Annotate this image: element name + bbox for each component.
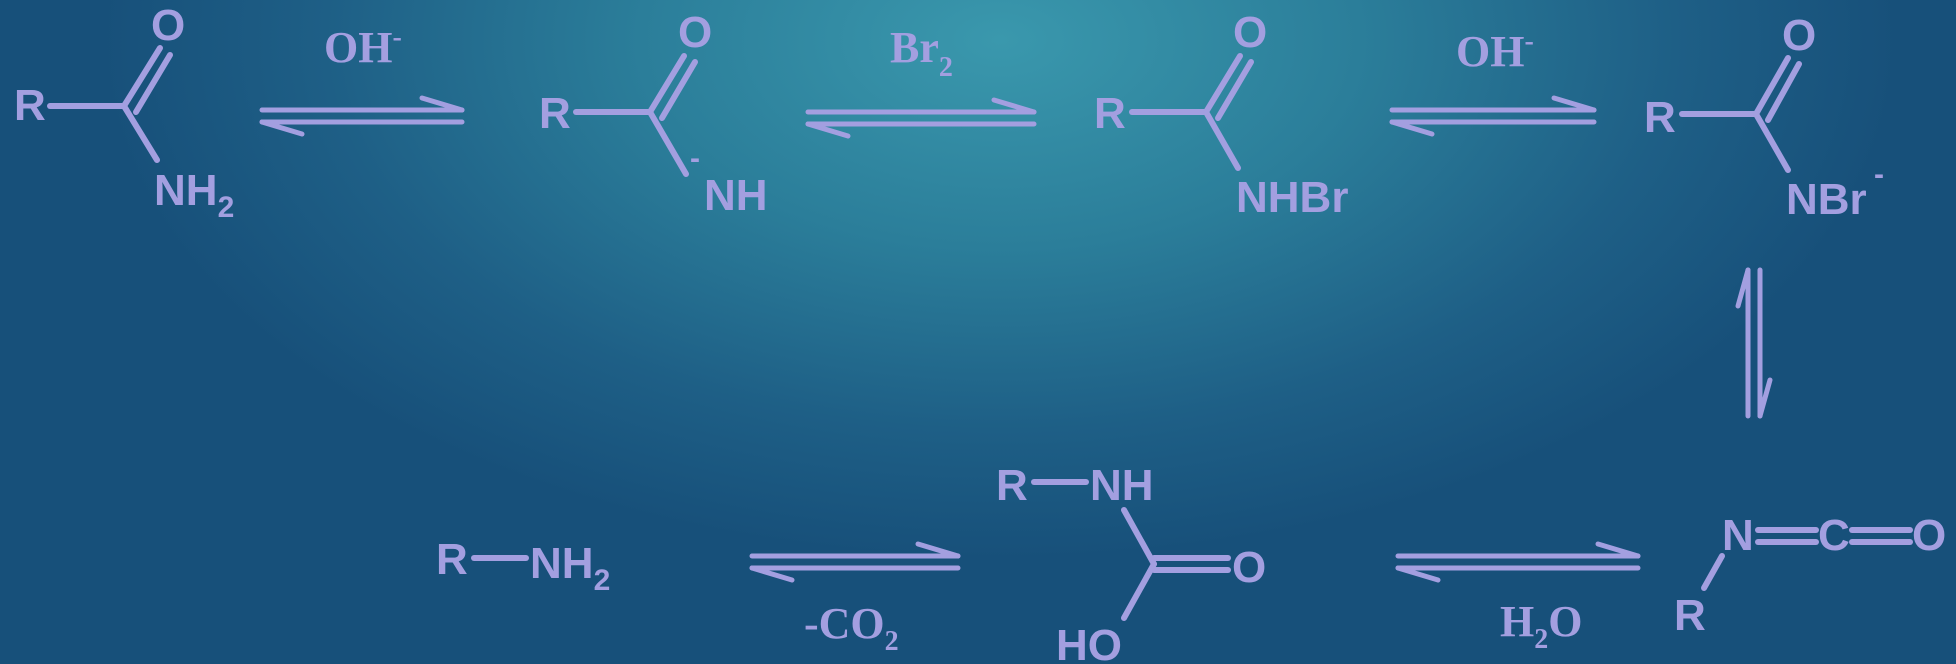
bond <box>647 109 689 177</box>
bond <box>647 53 687 115</box>
carbon-label: C <box>1818 511 1850 560</box>
equilibrium-arrow-1: OH- <box>259 22 465 137</box>
bond <box>659 59 698 121</box>
nitrogen-label: NH <box>704 171 768 220</box>
bond <box>121 45 163 109</box>
oxygen-label: O <box>1912 511 1946 560</box>
bond <box>133 52 173 115</box>
n-bromoamide: R O NHBr <box>1094 8 1348 222</box>
reagent-hydroxide-2: OH- <box>1456 26 1534 76</box>
charge-label: - <box>690 142 700 175</box>
amine: R NH2 <box>436 535 610 597</box>
r-label: R <box>1674 591 1706 640</box>
equilibrium-arrow-5: -CO2 <box>749 541 961 657</box>
reagent-water: H2O <box>1500 597 1582 655</box>
r-label: R <box>436 535 468 584</box>
bond <box>1121 507 1157 567</box>
nitrogen-label: NH <box>1090 461 1154 510</box>
hydroxyl-label: HO <box>1056 621 1122 664</box>
oxygen-label: O <box>1232 543 1266 592</box>
equilibrium-arrow-3: OH- <box>1389 26 1597 137</box>
bond <box>1215 59 1254 121</box>
bond <box>1121 561 1157 621</box>
reagent-bromine: Br2 <box>890 23 953 83</box>
bond <box>1203 53 1243 115</box>
bromoamide-anion: R O NBr - <box>1644 11 1884 224</box>
equilibrium-arrow-vertical <box>1735 267 1773 419</box>
oxygen-label: O <box>151 1 185 50</box>
nitrogen-label: NH2 <box>154 166 234 224</box>
bond <box>1753 111 1791 173</box>
equilibrium-arrow-4: H2O <box>1395 541 1641 655</box>
r-label: R <box>539 89 571 138</box>
nitrogen-label: N <box>1722 511 1754 560</box>
r-label: R <box>996 461 1028 510</box>
r-label: R <box>1094 89 1126 138</box>
nitrogen-label: NBr <box>1786 175 1867 224</box>
r-label: R <box>14 81 46 130</box>
nitrogen-label: NHBr <box>1236 173 1348 222</box>
bond <box>1765 61 1802 123</box>
nitrogen-label: NH2 <box>530 539 610 597</box>
oxygen-label: O <box>1782 11 1816 60</box>
bond <box>121 103 160 163</box>
bond <box>1203 109 1241 171</box>
bond <box>1701 553 1725 591</box>
carbamic-acid: R NH O HO <box>996 461 1266 664</box>
r-label: R <box>1644 93 1676 142</box>
bond <box>1753 55 1791 117</box>
oxygen-label: O <box>678 8 712 57</box>
amide-anion: R O - NH <box>539 8 768 220</box>
equilibrium-arrow-2: Br2 <box>805 23 1037 139</box>
reagent-hydroxide-1: OH- <box>324 22 402 72</box>
isocyanate: N C O R <box>1674 511 1946 640</box>
charge-label: - <box>1874 158 1884 191</box>
amide: R O NH2 <box>14 1 234 224</box>
reagent-carbon-dioxide-loss: -CO2 <box>804 599 899 657</box>
oxygen-label: O <box>1233 8 1267 57</box>
